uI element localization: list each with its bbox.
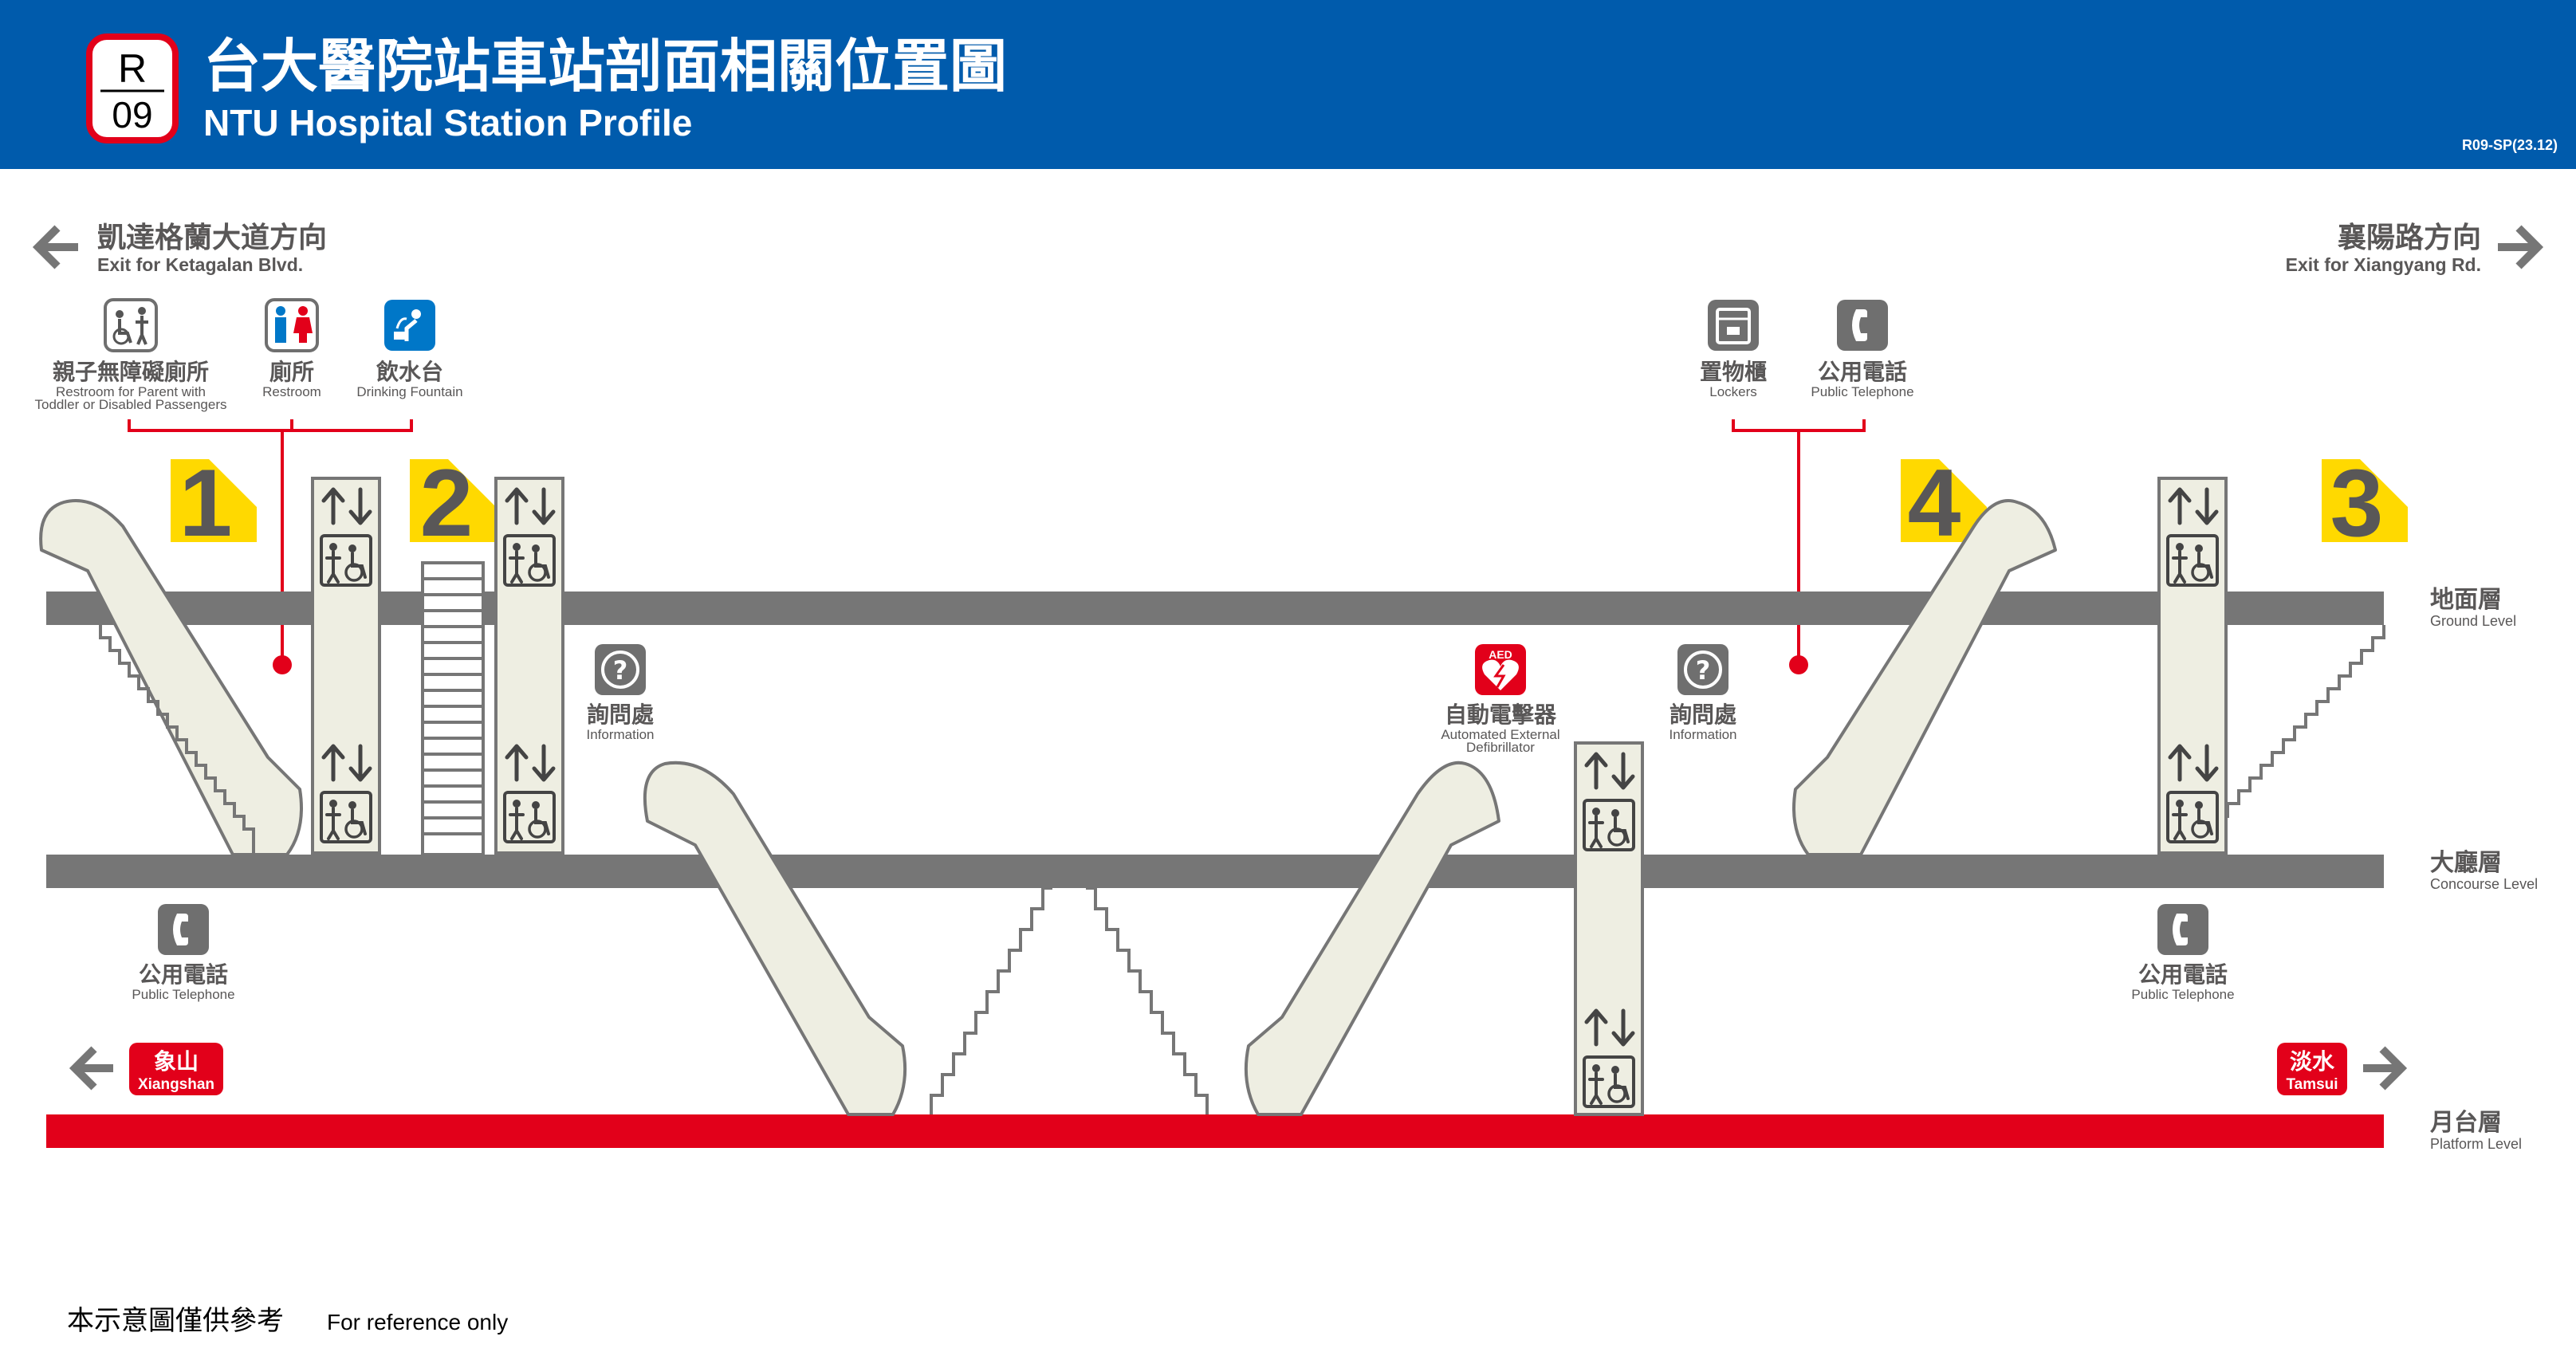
exit-3-number: 3 — [2330, 450, 2384, 556]
fountain-label-en: Drinking Fountain — [356, 384, 462, 399]
header-bar — [0, 0, 2576, 169]
fountain-label-zh: 飲水台 — [376, 359, 443, 385]
right-facility-location-dot — [1789, 655, 1808, 674]
line-code: R — [118, 46, 147, 91]
xiangshan-direction-badge — [129, 1043, 223, 1095]
escalator-exit-4 — [1792, 499, 2057, 856]
restroom-icon — [265, 298, 319, 352]
phone-top-label-zh: 公用電話 — [1818, 359, 1907, 385]
info-left-label-en: Information — [586, 727, 654, 742]
concourse-level-slab — [46, 855, 2384, 888]
escalator-exit-1 — [39, 499, 303, 856]
stairs-profile-platform-right — [1086, 886, 1209, 1114]
escalator-concourse-platform-right — [1244, 761, 1500, 1116]
left-facility-bracket — [128, 419, 413, 432]
phone-right-label-zh: 公用電話 — [2138, 961, 2228, 988]
escalator-concourse-platform-left — [643, 761, 907, 1116]
elevator-exit-2 — [494, 477, 564, 855]
exit-2-badge: 2 — [410, 450, 496, 556]
xiangshan-zh: 象山 — [154, 1048, 199, 1075]
platform-level-label-zh: 月台層 — [2430, 1109, 2502, 1137]
phone-top-label-en: Public Telephone — [1811, 384, 1913, 399]
title-zh: 台大醫院站車站剖面相關位置圖 — [203, 33, 1007, 100]
exit-1-badge: 1 — [171, 450, 257, 556]
family-restroom-label-en1: Restroom for Parent with — [56, 384, 206, 399]
exit-2-number: 2 — [420, 450, 474, 556]
info-right-label-en: Information — [1669, 727, 1736, 742]
aed-label-en1: Automated External — [1441, 727, 1559, 742]
xiangshan-en: Xiangshan — [138, 1076, 214, 1093]
platform-level-label-en: Platform Level — [2430, 1136, 2522, 1152]
restroom-label-en: Restroom — [262, 384, 321, 399]
platform-right-arrow-icon — [2363, 1046, 2408, 1091]
platform-left-arrow-icon — [69, 1046, 113, 1091]
elevator-exit-1 — [311, 477, 381, 855]
elevator-exit-3 — [2157, 477, 2228, 855]
lockers-icon — [1708, 300, 1759, 351]
footer-note-en: For reference only — [327, 1310, 508, 1334]
family-restroom-label-zh: 親子無障礙廁所 — [53, 359, 209, 385]
right-direction-en: Exit for Xiangyang Rd. — [2286, 254, 2481, 275]
stairs-profile-exit-1 — [99, 625, 255, 855]
phone-right-label-en: Public Telephone — [2131, 987, 2234, 1002]
stairs-exit-2 — [421, 561, 485, 856]
title-en: NTU Hospital Station Profile — [203, 102, 692, 143]
drinking-fountain-icon — [384, 300, 435, 351]
tamsui-direction-badge — [2277, 1043, 2347, 1095]
family-restroom-icon — [104, 298, 158, 352]
info-left-label-zh: 詢問處 — [587, 702, 654, 728]
information-icon — [593, 643, 647, 697]
doc-code: R09-SP(23.12) — [2462, 137, 2558, 153]
aed-badge-text: AED — [1489, 648, 1512, 661]
aed-icon: AED — [1475, 644, 1526, 695]
ground-level-label-en: Ground Level — [2430, 613, 2516, 629]
left-arrow-icon — [32, 225, 78, 269]
left-facility-location-dot — [273, 655, 292, 674]
concourse-level-label-zh: 大廳層 — [2430, 849, 2502, 877]
platform-level-track — [46, 1114, 2384, 1148]
information-icon — [1676, 643, 1730, 697]
right-facility-bracket — [1732, 419, 1866, 432]
lockers-label-zh: 置物櫃 — [1700, 359, 1767, 385]
exit-1-number: 1 — [179, 450, 233, 556]
info-right-label-zh: 詢問處 — [1669, 702, 1736, 728]
right-arrow-icon — [2498, 225, 2544, 269]
exit-4-number: 4 — [1908, 450, 1961, 556]
family-restroom-label-en2: Toddler or Disabled Passengers — [35, 397, 227, 412]
ground-level-label-zh: 地面層 — [2430, 586, 2502, 614]
station-number: 09 — [112, 94, 152, 136]
left-direction-zh: 凱達格蘭大道方向 — [97, 222, 327, 254]
ground-level-slab — [46, 592, 2384, 625]
elevator-concourse-platform — [1574, 741, 1644, 1116]
concourse-level-label-en: Concourse Level — [2430, 876, 2538, 892]
aed-label-en2: Defibrillator — [1466, 740, 1535, 755]
station-code-badge — [86, 33, 179, 143]
right-direction-zh: 襄陽路方向 — [2338, 222, 2481, 254]
phone-left-label-en: Public Telephone — [132, 987, 234, 1002]
telephone-icon — [1837, 300, 1888, 351]
left-direction-en: Exit for Ketagalan Blvd. — [97, 254, 303, 275]
restroom-label-zh: 廁所 — [269, 359, 314, 385]
aed-label-zh: 自動電擊器 — [1445, 702, 1557, 728]
phone-left-label-zh: 公用電話 — [139, 961, 228, 988]
tamsui-en: Tamsui — [2286, 1076, 2338, 1093]
telephone-icon — [2157, 904, 2208, 955]
stairs-profile-platform-left — [930, 886, 1052, 1114]
footer-note-zh: 本示意圖僅供參考 — [67, 1305, 284, 1337]
tamsui-zh: 淡水 — [2290, 1048, 2335, 1075]
exit-3-badge: 3 — [2322, 450, 2408, 556]
telephone-icon — [158, 904, 209, 955]
lockers-label-en: Lockers — [1709, 384, 1757, 399]
